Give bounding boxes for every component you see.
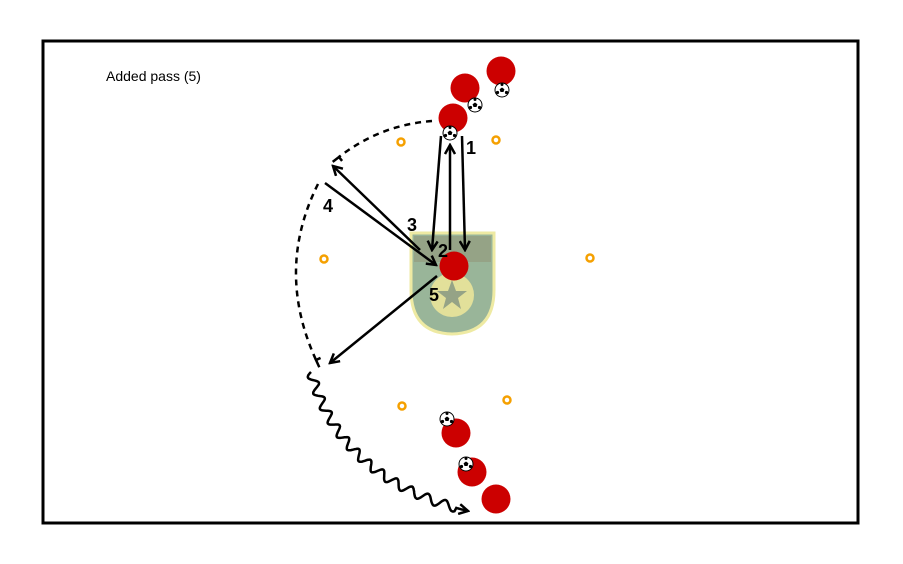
cone — [397, 401, 407, 411]
soccer-ball-icon — [439, 411, 455, 427]
soccer-ball-icon — [494, 82, 510, 98]
balls — [439, 82, 510, 472]
pass-arrow-5 — [330, 275, 438, 363]
player[interactable] — [450, 73, 480, 103]
drill-title: Added pass (5) — [106, 68, 201, 84]
pass-arrow-3 — [333, 166, 421, 251]
pass-arrow-2b — [432, 135, 443, 250]
cone — [585, 253, 595, 263]
soccer-ball-icon — [458, 456, 474, 472]
pass-arrow-4 — [324, 181, 436, 265]
player[interactable] — [486, 56, 516, 86]
pass-label-3: 3 — [407, 215, 417, 235]
dribble-line — [306, 371, 468, 512]
cone — [396, 137, 406, 147]
player[interactable] — [438, 103, 468, 133]
cone — [502, 395, 512, 405]
pass-label-5: 5 — [429, 285, 439, 305]
players — [438, 56, 516, 514]
pass-arrow-1 — [462, 135, 465, 250]
pass-label-1: 1 — [466, 138, 476, 158]
soccer-ball-icon — [467, 97, 483, 113]
cones — [319, 135, 595, 411]
cone — [491, 135, 501, 145]
cone — [319, 254, 329, 264]
run-line-left — [294, 183, 322, 368]
player[interactable] — [439, 251, 469, 281]
player[interactable] — [481, 484, 511, 514]
logo-watermark — [409, 231, 496, 336]
soccer-ball-icon — [442, 125, 458, 141]
pass-label-4: 4 — [323, 196, 333, 216]
run-line-top — [331, 119, 433, 163]
pass-label-2: 2 — [438, 241, 448, 261]
